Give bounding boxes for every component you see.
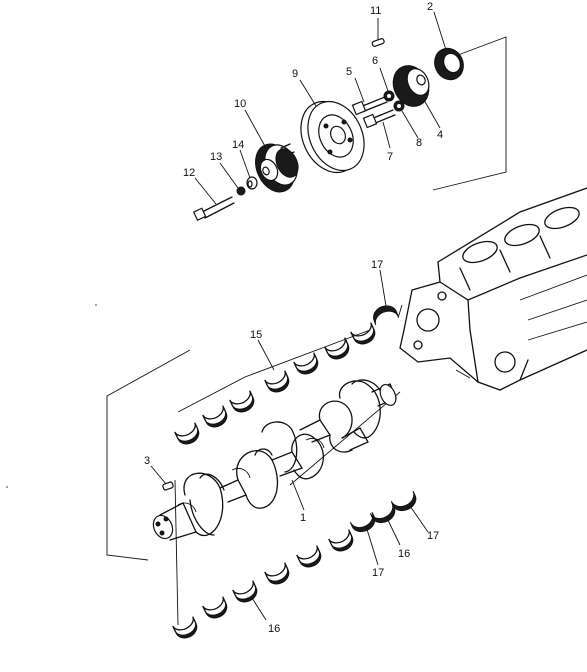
- part-4-crank-gear: [392, 65, 430, 107]
- callout-9: 9: [292, 68, 298, 80]
- assembly-guide-lines: [106, 36, 507, 626]
- callout-labels: 1 2 3 4 5 6 7 8 9 10 11 12 13 14 15 16 1…: [144, 1, 443, 635]
- scan-marks: [6, 304, 97, 488]
- callout-2: 2: [427, 1, 433, 13]
- main-bearings-lower: [172, 529, 354, 639]
- bearing-shell: [296, 545, 322, 568]
- callout-15: 15: [250, 329, 262, 341]
- part-10-crank-pulley: [255, 143, 299, 193]
- bearing-shell: [172, 616, 198, 639]
- callout-11: 11: [370, 5, 381, 17]
- callout-16-lower-row: 16: [268, 623, 280, 635]
- leader-lines: [150, 11, 447, 621]
- bearing-shell: [328, 529, 354, 552]
- callout-16-thrust: 16: [398, 548, 410, 560]
- part-8-washer: [393, 100, 405, 112]
- callout-12: 12: [183, 167, 195, 179]
- bearing-shell: [202, 405, 228, 428]
- callout-17-lower-left: 17: [372, 567, 384, 579]
- part-11-key: [371, 38, 385, 47]
- callout-5: 5: [346, 66, 352, 78]
- callout-14: 14: [232, 139, 244, 151]
- part-2-seal: [434, 47, 464, 81]
- part-6-washer: [383, 90, 395, 102]
- callout-17-top: 17: [371, 259, 383, 271]
- bearing-shell: [264, 562, 290, 585]
- part-7-bolt: [362, 109, 396, 129]
- callout-7: 7: [387, 151, 393, 163]
- part-3-dowel-pin: [162, 481, 174, 491]
- callout-1: 1: [300, 512, 306, 524]
- part-1-crankshaft: [152, 379, 397, 541]
- bearing-shell: [264, 370, 290, 393]
- part-13-washer: [236, 186, 246, 196]
- part-5-bolt: [351, 96, 388, 116]
- thrust-washer-upper: [373, 305, 399, 326]
- callout-6: 6: [372, 55, 378, 67]
- callout-17-lower-right: 17: [427, 530, 439, 542]
- bearing-shell: [293, 352, 319, 375]
- bearing-shell: [229, 390, 255, 413]
- part-12-bolt: [192, 196, 235, 222]
- thrust-washer-lower-2: [390, 490, 417, 512]
- bearing-shell: [350, 322, 376, 345]
- part-14-spacer: [246, 176, 258, 190]
- callout-8: 8: [416, 137, 422, 149]
- callout-4: 4: [437, 129, 443, 141]
- cylinder-block: [397, 187, 587, 391]
- bearing-shell: [202, 596, 228, 619]
- main-bearings-upper: [174, 322, 376, 445]
- thrust-washer-lower-1: [349, 511, 376, 533]
- bearing-shell: [324, 337, 350, 360]
- bearing-shell: [232, 580, 258, 603]
- callout-10: 10: [234, 98, 246, 110]
- callout-3: 3: [144, 455, 150, 467]
- bearing-shell: [174, 422, 200, 445]
- callout-13: 13: [210, 151, 222, 163]
- part-9-vibration-damper: [300, 100, 365, 174]
